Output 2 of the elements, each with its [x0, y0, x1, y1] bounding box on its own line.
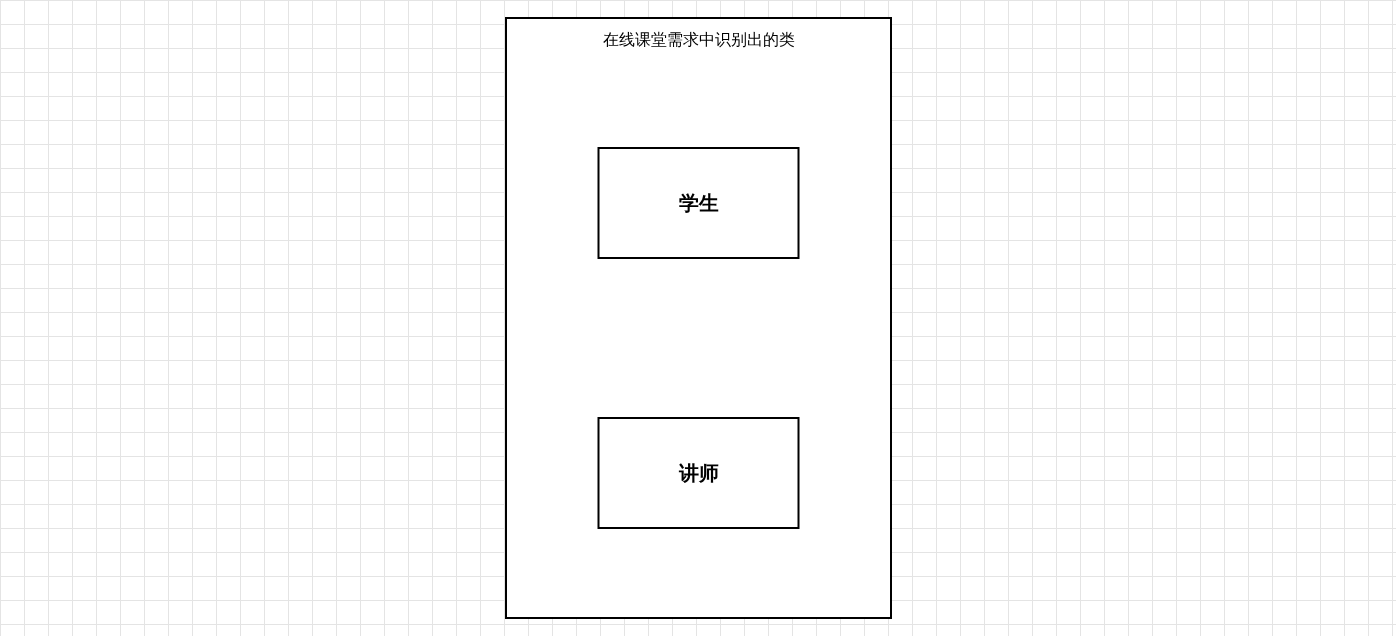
node-box: 学生: [597, 147, 799, 259]
node-box: 讲师: [597, 417, 799, 529]
